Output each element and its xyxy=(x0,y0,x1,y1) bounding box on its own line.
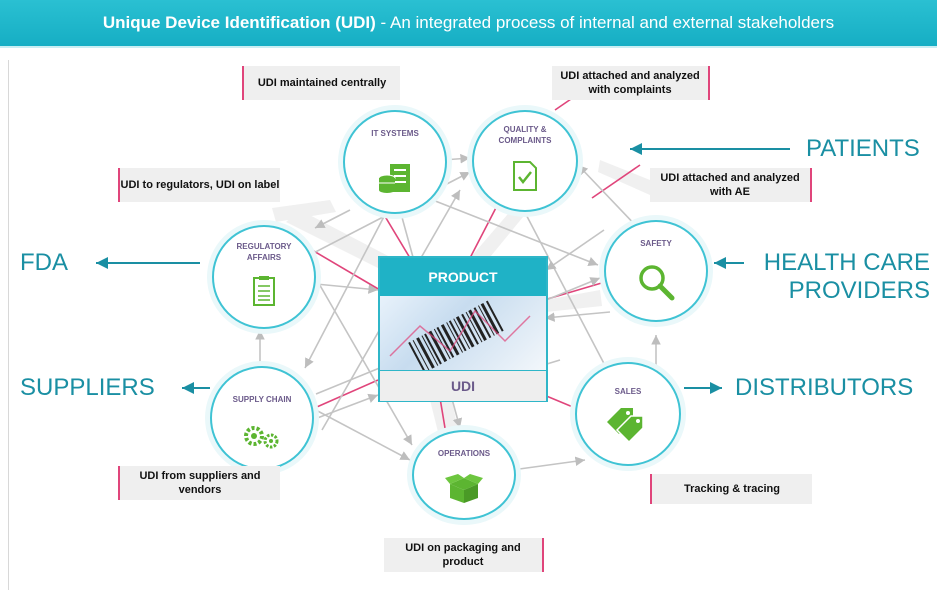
callout-quality: UDI attached and analyzed with complaint… xyxy=(552,66,710,100)
open-box-icon xyxy=(445,474,483,503)
product-udi-label: UDI xyxy=(380,370,546,401)
node-label-safety: SAFETY xyxy=(640,239,672,248)
node-label-quality: QUALITY & COMPLAINTS xyxy=(498,125,552,145)
document-check-icon xyxy=(513,161,537,191)
gears-icon xyxy=(244,426,279,449)
external-suppliers: SUPPLIERS xyxy=(20,374,155,401)
node-it-systems: IT SYSTEMS xyxy=(343,110,447,214)
external-patients: PATIENTS xyxy=(806,135,920,162)
node-label-operations: OPERATIONS xyxy=(437,449,491,458)
callout-operations: UDI on packaging and product xyxy=(384,538,544,572)
node-label-regulatory: REGULATORY AFFAIRS xyxy=(236,242,292,262)
magnifier-icon xyxy=(639,265,675,301)
node-quality: QUALITY & COMPLAINTS xyxy=(472,110,578,212)
header-title-bold: Unique Device Identification (UDI) xyxy=(102,13,376,32)
callout-regulatory: UDI to regulators, UDI on label xyxy=(118,168,280,202)
server-database-icon xyxy=(378,164,410,193)
node-label-sales: SALES xyxy=(614,387,642,396)
external-distributors: DISTRIBUTORS xyxy=(735,374,914,401)
callout-it-systems: UDI maintained centrally xyxy=(242,66,400,100)
callout-supply-chain: UDI from suppliers and vendors xyxy=(118,466,280,500)
barcode-icon xyxy=(389,300,531,370)
node-sales: SALES xyxy=(575,362,681,466)
node-safety: SAFETY xyxy=(604,220,708,322)
external-fda: FDA xyxy=(20,249,68,276)
callout-sales: Tracking & tracing xyxy=(650,474,812,504)
node-supply-chain: SUPPLY CHAIN xyxy=(210,366,314,470)
node-label-it-systems: IT SYSTEMS xyxy=(371,129,419,138)
clipboard-list-icon xyxy=(253,276,275,306)
external-health-care-providers: HEALTH CARE PROVIDERS xyxy=(763,249,930,304)
node-operations: OPERATIONS xyxy=(412,430,516,520)
header-title-rest: - An integrated process of internal and … xyxy=(375,13,835,32)
left-border-line xyxy=(8,60,9,590)
barcode-image xyxy=(380,296,546,370)
product-title: PRODUCT xyxy=(380,258,546,296)
node-regulatory: REGULATORY AFFAIRS xyxy=(212,225,316,329)
callout-safety: UDI attached and analyzed with AE xyxy=(650,168,812,202)
price-tags-icon xyxy=(607,408,644,444)
node-label-supply-chain: SUPPLY CHAIN xyxy=(232,395,292,404)
product-box: PRODUCT UDI xyxy=(378,256,548,402)
header-divider xyxy=(0,46,937,48)
header-banner: Unique Device Identification (UDI) - An … xyxy=(0,0,937,46)
